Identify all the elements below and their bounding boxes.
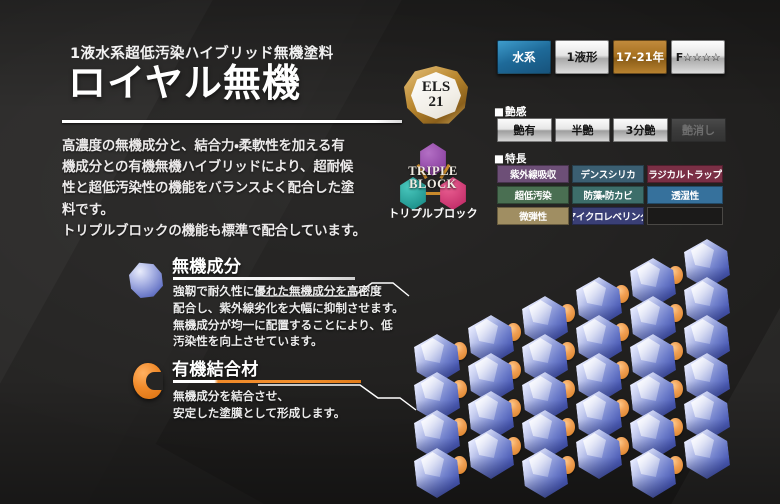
lattice-cell [468,429,514,479]
feature-tag[interactable]: ラジカルトラップ [647,165,723,183]
callout-body-line: 強靭で耐久性に優れた無機成分を高密度 [173,284,382,298]
spec-badge[interactable]: F☆☆☆☆ [671,40,725,74]
lattice-cell [576,429,622,479]
callout-underline [173,277,355,280]
callout-body-line: 汚染性を向上させています。 [173,334,323,349]
gloss-option[interactable]: 半艶 [555,118,610,142]
feature-tag[interactable]: 透湿性 [647,186,723,204]
callout-body-line: 配合し、紫外線劣化を大幅に抑制させます。 [173,300,404,315]
product-description: 高濃度の無機成分と、結合力・柔軟性を加える有機成分との有機無機ハイブリッドにより… [62,136,402,242]
spec-badge[interactable]: 1液形 [555,40,609,74]
description-line: トリプルブロックの機能も標準で配合しています。 [62,223,366,239]
triple-block-connector [423,192,445,195]
triple-block-word-line2: BLOCK [409,177,457,192]
comma-icon [133,363,163,399]
feature-tag[interactable]: マイクロレベリング [572,207,644,225]
description-line: 機成分との有機無機ハイブリッドにより、超耐候 [62,160,354,176]
callout-body-line: 無機成分が均一に配置することにより、低 [173,317,393,332]
spec-badge[interactable]: 17-21年 [613,40,667,74]
callout-body: 無機成分を結合させ、安定した塗膜として形成します。 [173,388,388,422]
callout-underline [173,380,361,383]
feature-tag-grid: 紫外線吸収デンスシリカラジカルトラップ超低汚染防藻・防カビ透湿性微弾性マイクロレ… [497,165,723,225]
description-line: 性と超低汚染性の機能をバランスよく配合した塗 [62,181,355,197]
spec-badge[interactable]: 水系 [497,40,551,74]
title-divider [62,120,402,123]
polyhedron-icon [129,262,163,298]
callout-title: 有機結合材 [172,360,259,380]
triple-block-word-line1: TRIPLE [408,164,458,178]
triple-block-label: トリプルブロック [388,207,478,220]
els21-line2: 21 [428,94,444,111]
els21-line1: ELS [421,79,451,96]
feature-tag[interactable]: デンスシリカ [572,165,644,183]
callout-body: 強靭で耐久性に優れた無機成分を高密度配合し、紫外線劣化を大幅に抑制させます。無機… [173,283,404,350]
els21-seal: ELS 21 [404,66,468,126]
callout-body-line: 無機成分を結合させ、 [173,389,289,403]
description-line: 料です。 [62,202,114,218]
feature-tag[interactable]: 紫外線吸収 [497,165,569,183]
molecular-lattice-illustration [414,216,780,498]
gloss-option[interactable]: 3分艶 [613,118,668,142]
callout-body-line: 安定した塗膜として形成します。 [173,405,346,420]
gloss-option[interactable]: 艶消し [671,118,726,142]
product-kicker: 1液水系超低汚染ハイブリッド無機塗料 [70,46,334,62]
feature-tag-empty [647,207,723,225]
feature-tag[interactable]: 超低汚染 [497,186,569,204]
description-line: 高濃度の無機成分と、結合力・柔軟性を加える有 [62,139,345,154]
els21-seal-inner: ELS 21 [411,72,461,119]
triple-block-logo: TRIPLE BLOCK トリプルブロック [381,143,485,220]
features-heading: 特長 [494,151,527,166]
callout-title: 無機成分 [172,257,242,277]
triple-block-wordmark: TRIPLE BLOCK [387,164,479,192]
lattice-cell [684,429,730,479]
product-brand-title: ロイヤル無機 [68,61,301,105]
feature-tag[interactable]: 微弾性 [497,207,569,225]
gloss-heading: 艶感 [494,104,527,119]
gloss-option[interactable]: 艶有 [497,118,552,142]
feature-tag[interactable]: 防藻・防カビ [572,186,644,204]
